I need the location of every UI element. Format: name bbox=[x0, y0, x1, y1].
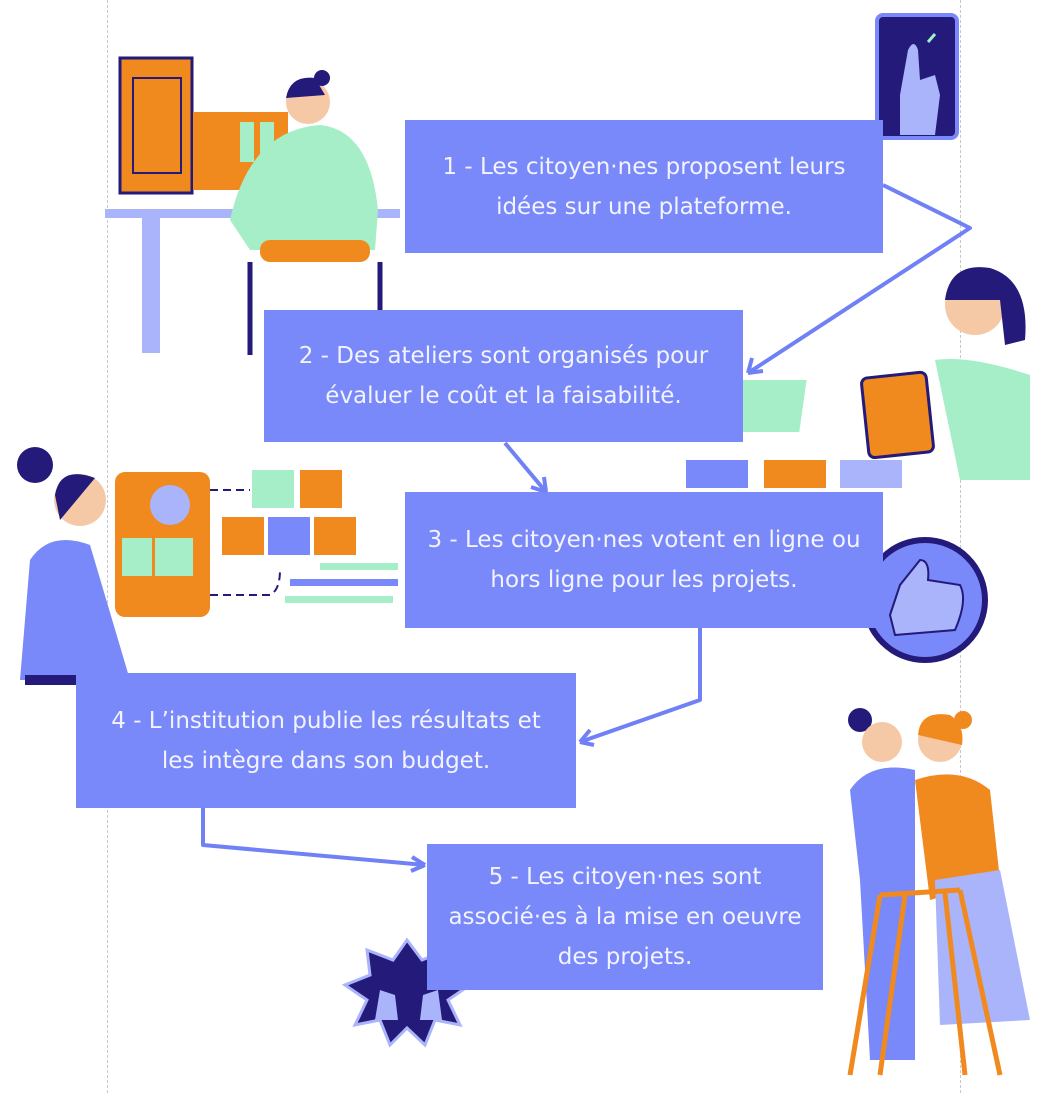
arrow-1-to-2 bbox=[746, 183, 972, 375]
arrow-4-to-5 bbox=[201, 808, 426, 867]
arrow-3-to-4 bbox=[579, 628, 702, 744]
step-2-box: 2 - Des ateliers sont organisés pour éva… bbox=[264, 310, 743, 442]
step-3-box: 3 - Les citoyen·nes votent en ligne ou h… bbox=[405, 492, 883, 628]
person-with-tablet-illustration bbox=[686, 267, 1030, 488]
person-at-computer-illustration bbox=[105, 56, 400, 355]
guide-line-right bbox=[960, 0, 961, 1093]
person-thinking-illustration bbox=[17, 447, 398, 685]
guide-line-left bbox=[107, 0, 108, 1093]
helping-elder-illustration bbox=[847, 708, 1030, 1076]
thumbs-up-icon bbox=[862, 537, 988, 663]
raised-hand-icon bbox=[875, 13, 959, 140]
flow-arrows bbox=[201, 183, 972, 873]
step-4-box: 4 - L’institution publie les résultats e… bbox=[76, 673, 576, 808]
step-1-box: 1 - Les citoyen·nes proposent leurs idée… bbox=[405, 120, 883, 253]
step-5-box: 5 - Les citoyen·nes sont associé·es à la… bbox=[427, 844, 823, 990]
arrow-2-to-3 bbox=[503, 441, 548, 494]
